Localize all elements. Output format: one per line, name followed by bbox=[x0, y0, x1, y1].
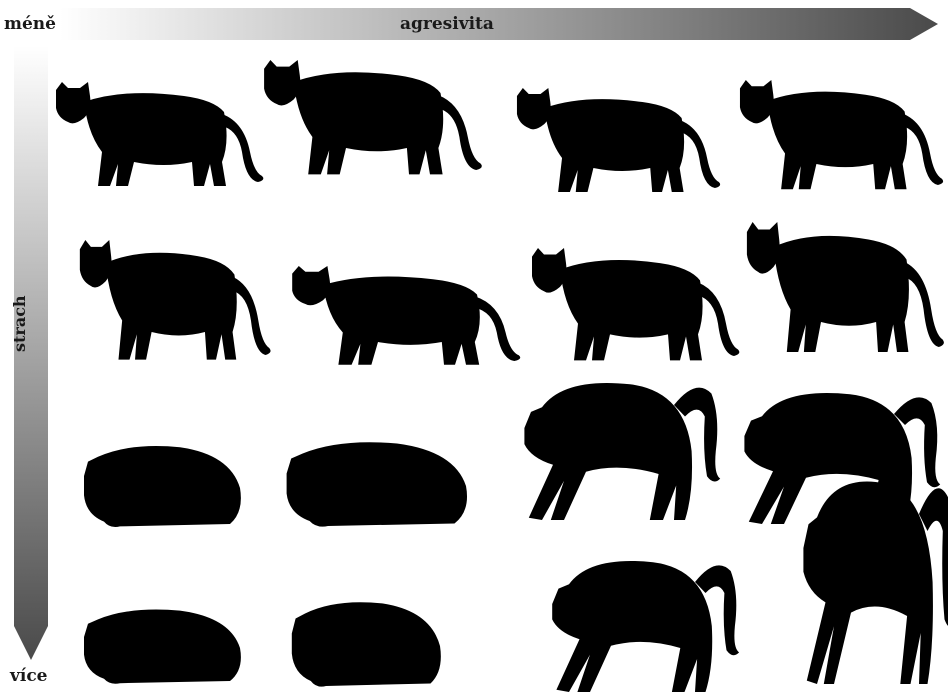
cat-row1-col3 bbox=[517, 88, 720, 192]
cat-row2-col2 bbox=[292, 266, 520, 365]
cat-row3-col3 bbox=[524, 383, 720, 520]
cat-row4-col3 bbox=[552, 561, 739, 692]
cat-row2-col1 bbox=[80, 240, 271, 360]
cat-row4-col2 bbox=[292, 602, 441, 686]
cat-row4-col4 bbox=[803, 481, 948, 684]
cat-row3-col2 bbox=[287, 442, 467, 526]
cat-row2-col3 bbox=[532, 248, 739, 360]
cat-row1-col2 bbox=[264, 60, 482, 174]
cat-row4-col1 bbox=[84, 610, 241, 684]
cat-row3-col1 bbox=[84, 446, 241, 527]
cat-row1-col4 bbox=[740, 80, 943, 189]
cat-row1-col1 bbox=[56, 82, 263, 186]
cat-row2-col4 bbox=[747, 222, 944, 352]
